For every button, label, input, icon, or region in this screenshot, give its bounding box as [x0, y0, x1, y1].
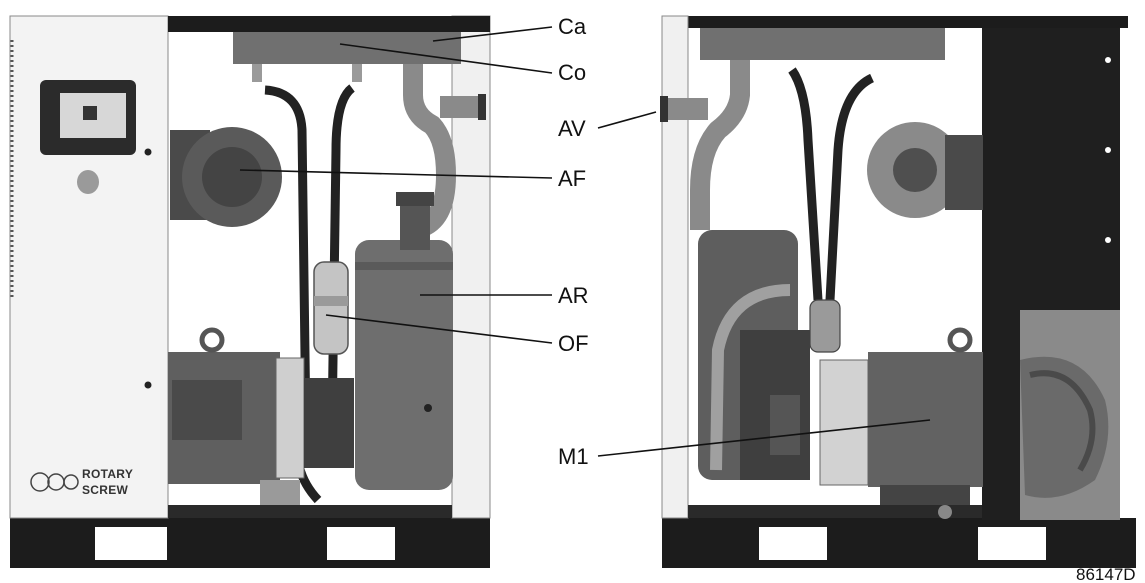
- left-cooler: [233, 32, 461, 64]
- label-of: OF: [558, 331, 589, 356]
- rotary-screw-logo: ROTARY SCREW: [30, 467, 133, 497]
- right-compressor-view: [660, 15, 1136, 568]
- leader-m1: [597, 419, 931, 457]
- left-oil-filter: [313, 261, 349, 355]
- left-compressor-view: ROTARY SCREW: [9, 15, 491, 568]
- left-forklift-slot-2: [327, 527, 395, 560]
- leader-af: [239, 169, 553, 179]
- label-af: AF: [558, 166, 586, 191]
- right-side-panel-dark: [982, 28, 1120, 310]
- label-co: Co: [558, 60, 586, 85]
- left-forklift-slot-1: [95, 527, 167, 560]
- left-base-frame: [10, 518, 490, 568]
- label-m1: M1: [558, 444, 589, 469]
- logo-line-1: ROTARY: [82, 467, 133, 481]
- figure-number: 86147D: [1076, 565, 1136, 583]
- right-forklift-slot-1: [759, 527, 827, 560]
- left-air-receiver: [355, 240, 453, 490]
- left-side-rear-panel: [451, 15, 491, 519]
- logo-line-2: SCREW: [82, 483, 129, 497]
- left-inner-floor: [168, 505, 452, 518]
- right-base-frame: [662, 518, 1136, 568]
- leader-lines: [239, 26, 931, 457]
- right-motor: [868, 352, 983, 487]
- leader-av: [597, 111, 657, 129]
- leader-of: [325, 314, 553, 344]
- emergency-stop-recess: [77, 170, 99, 194]
- leader-ca: [432, 26, 553, 42]
- right-top-frame: [688, 16, 1128, 28]
- right-inner-floor: [688, 505, 982, 518]
- left-top-frame: [168, 16, 490, 32]
- label-av: AV: [558, 116, 586, 141]
- label-ca: Ca: [558, 14, 587, 39]
- callout-labels: Ca Co AV AF AR OF M1 86147D: [558, 14, 1136, 583]
- label-ar: AR: [558, 283, 589, 308]
- leader-co: [339, 43, 553, 74]
- right-forklift-slot-2: [978, 527, 1046, 560]
- right-cooler: [700, 28, 945, 60]
